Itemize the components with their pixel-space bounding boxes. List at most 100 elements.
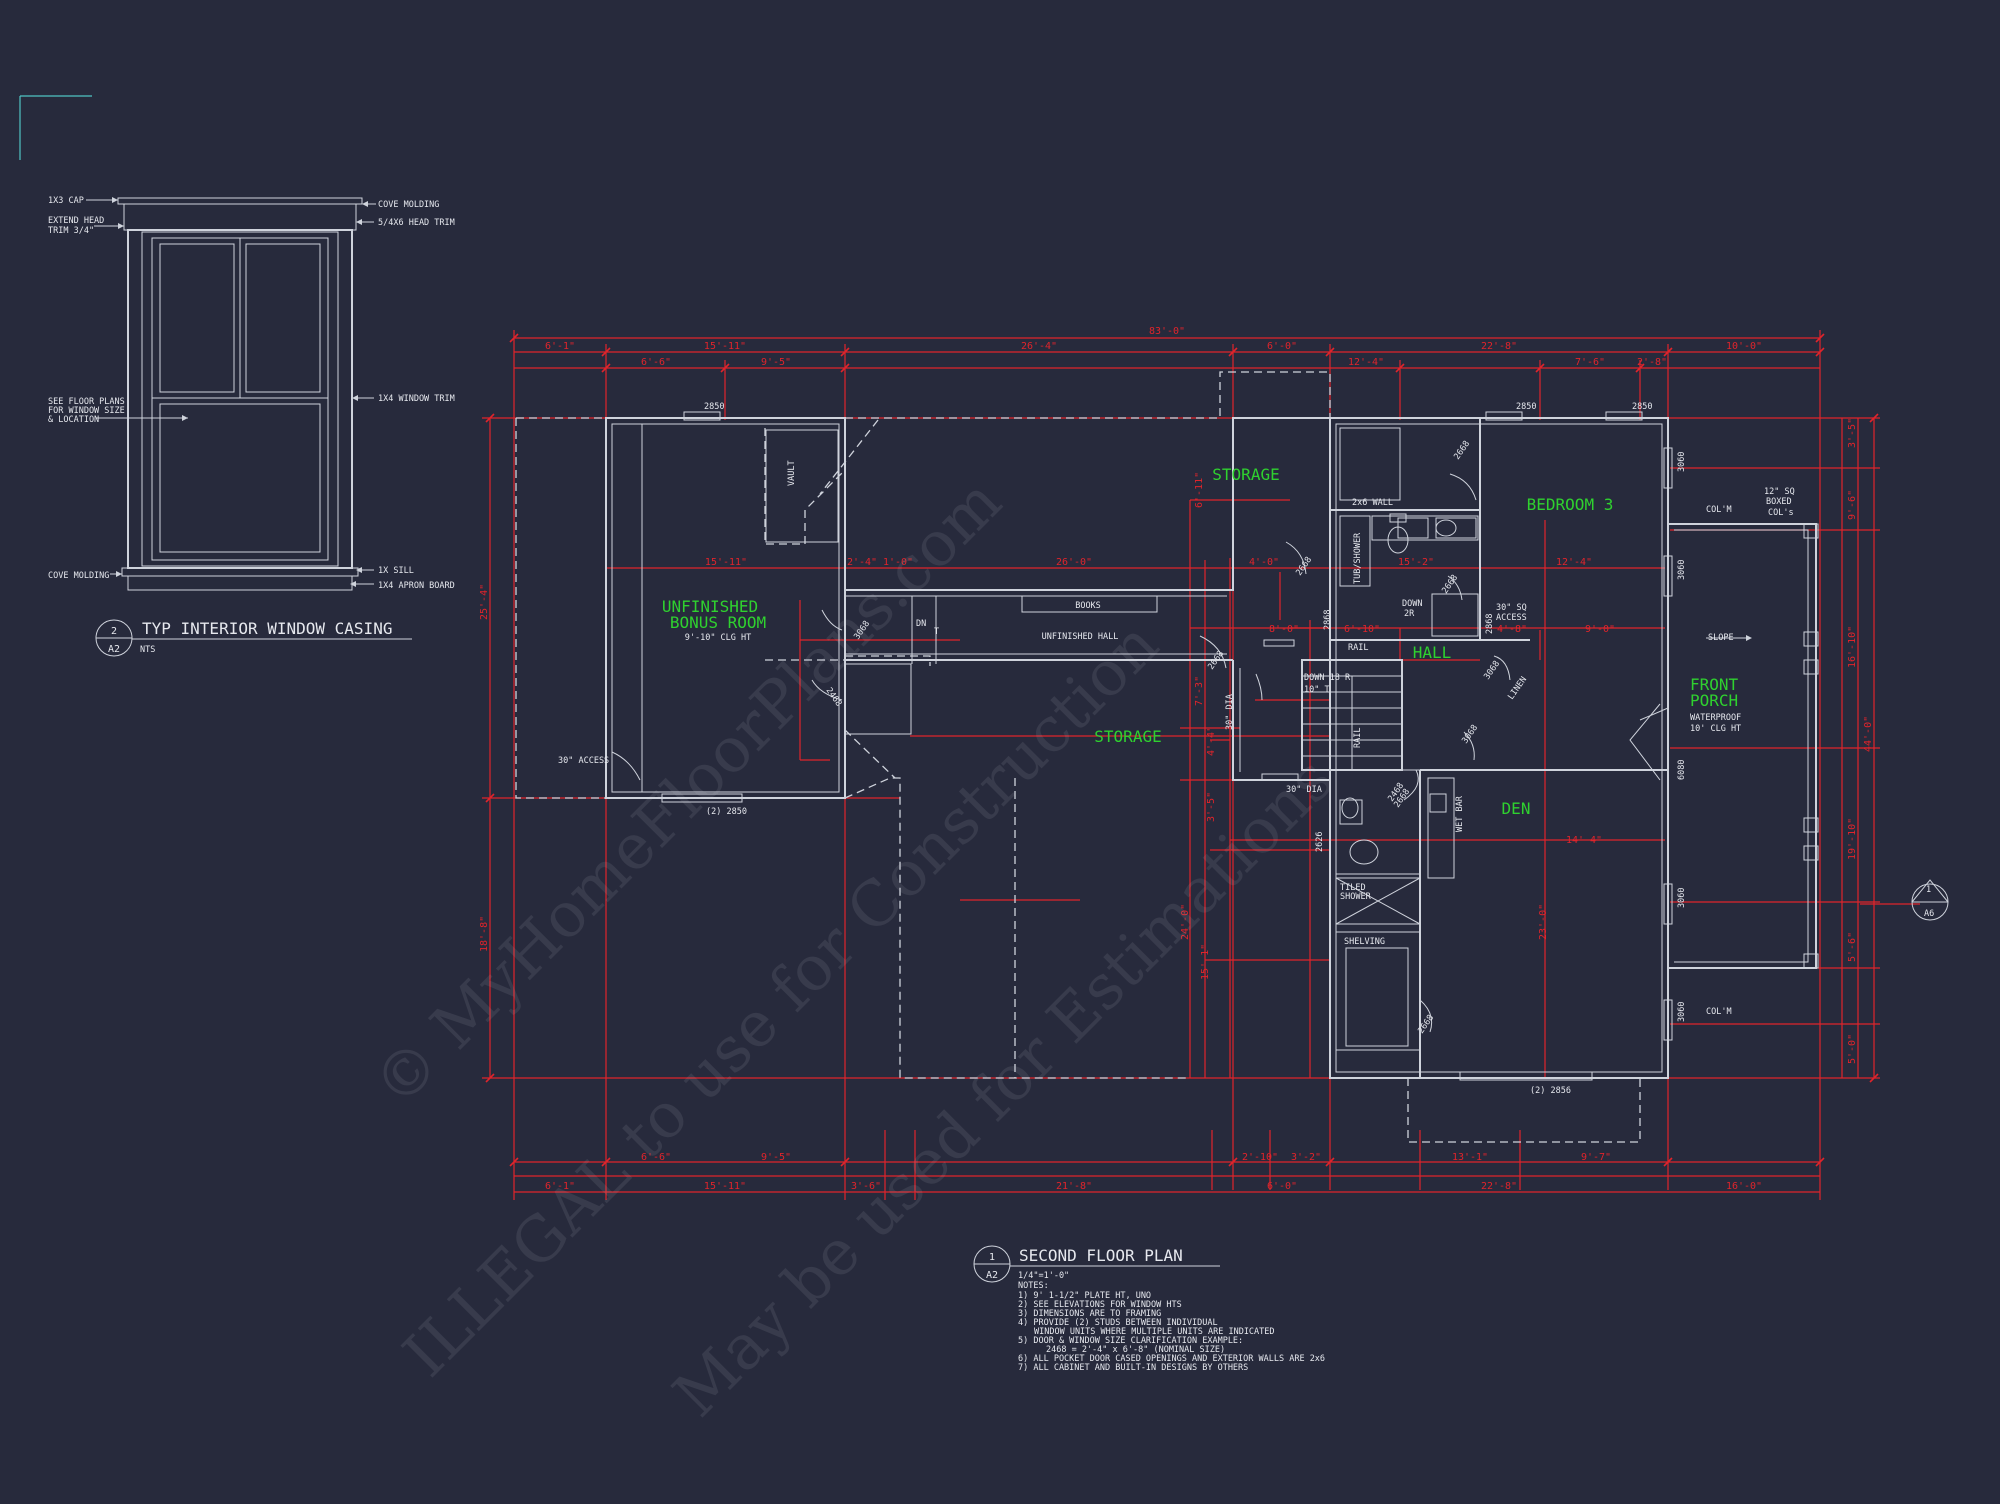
note-boxed-1: 12" SQ [1764, 487, 1795, 497]
section-sheet: A6 [1924, 909, 1934, 919]
win-2850-a: 2850 [704, 402, 724, 412]
note-wet-bar: WET BAR [1455, 795, 1465, 832]
plan-sheet: A2 [986, 1270, 998, 1281]
detail-sheet: A2 [108, 644, 120, 655]
door-2668-d: 2668 [1440, 573, 1460, 596]
dim-int-c: 1'-0" [883, 557, 913, 568]
door-6080: 6080 [1677, 760, 1687, 780]
door-2668-b: 2668 [1294, 555, 1314, 578]
door-3068-c: 3068 [1482, 659, 1502, 682]
win-2x2856: (2) 2856 [1530, 1086, 1571, 1096]
win-3060-c: 3060 [1677, 888, 1687, 908]
note-down-2r-b: 2R [1404, 609, 1415, 619]
dim-top-5: 22'-8" [1481, 341, 1517, 352]
dim-int-v4: 3'-5" [1206, 792, 1217, 822]
dim-right-5: 5'-6" [1847, 932, 1858, 962]
note-bonus-clg: 9'-10" CLG HT [685, 633, 752, 643]
dim-bot-s2: 9'-5" [761, 1152, 791, 1163]
dim-top-s5: 2'-8" [1637, 357, 1667, 368]
dim-top-s2: 9'-5" [761, 357, 791, 368]
win-2x2850: (2) 2850 [706, 807, 747, 817]
win-2850-c: 2850 [1632, 402, 1652, 412]
room-bonus-2: BONUS ROOM [670, 613, 766, 632]
dim-bot-s4: 3'-2" [1291, 1152, 1321, 1163]
plan-note-4: 4) PROVIDE (2) STUDS BETWEEN INDIVIDUAL [1018, 1318, 1218, 1328]
door-2868-b: 2868 [1485, 614, 1495, 634]
note-down-18: DOWN 18 R [1304, 673, 1351, 683]
dim-int-d: 26'-0" [1056, 557, 1092, 568]
dim-right-1: 3'-5" [1847, 418, 1858, 448]
note-tiled-2: SHOWER [1340, 892, 1372, 902]
plan-note-6: 6) ALL POCKET DOOR CASED OPENINGS AND EX… [1018, 1354, 1325, 1364]
dim-overall: 83'-0" [1149, 326, 1185, 337]
plan-walls [605, 411, 1949, 1081]
dim-bot-5: 6'-0" [1267, 1181, 1297, 1192]
dim-int-l: 4'-8" [1497, 624, 1527, 635]
dim-int-v1: 6'-11" [1194, 472, 1205, 508]
label-extend-head: EXTEND HEAD [48, 216, 104, 226]
label-head-trim: 5/4X6 HEAD TRIM [378, 218, 455, 228]
note-rail-v: RAIL [1353, 728, 1363, 748]
plan-notes-header: NOTES: [1018, 1281, 1049, 1291]
dim-bot-s6: 9'-7" [1581, 1152, 1611, 1163]
door-3068-b: 3068 [1460, 723, 1480, 746]
detail-leaders [86, 197, 376, 587]
room-bedroom: BEDROOM 3 [1527, 495, 1614, 514]
room-porch-1: FRONT [1690, 675, 1739, 694]
dim-int-v3: 4'-4" [1206, 726, 1217, 756]
label-sill: 1X SILL [378, 566, 414, 576]
note-boxed-2: BOXED [1766, 497, 1792, 507]
dim-top-1: 6'-1" [545, 341, 575, 352]
room-storage-mid: STORAGE [1094, 727, 1161, 746]
label-see-floor-2: FOR WINDOW SIZE [48, 406, 125, 416]
dim-int-v2: 7'-3" [1194, 676, 1205, 706]
note-dia-a: 30" DIA [1225, 694, 1235, 730]
dim-int-i: 6'-10" [1344, 624, 1380, 635]
room-storage-top: STORAGE [1212, 465, 1279, 484]
plan-note-3: 3) DIMENSIONS ARE TO FRAMING [1018, 1309, 1161, 1319]
dim-right-3: 16'-10" [1847, 626, 1858, 668]
win-3060-a: 3060 [1677, 452, 1687, 472]
dim-left-overall: 25'-4" [479, 584, 490, 620]
label-cap: 1X3 CAP [48, 196, 84, 206]
dim-int-v6: 23'-0" [1538, 904, 1549, 940]
watermark-line-1: © MyHomeFloorPlans.com [359, 464, 1015, 1120]
dim-int-v7: 15'-1" [1200, 944, 1211, 980]
note-books: BOOKS [1075, 601, 1101, 611]
dim-top-s3: 12'-4" [1348, 357, 1384, 368]
label-extend-head-2: TRIM 3/4" [48, 226, 94, 236]
room-labels: STORAGE STORAGE UNFINISHED BONUS ROOM 9'… [662, 465, 1741, 818]
dim-int-v5: 24'-0" [1180, 904, 1191, 940]
plan-note-1: 1) 9' 1-1/2" PLATE HT, UNO [1018, 1291, 1151, 1301]
dimension-text: 83'-0" 6'-1" 15'-11" 26'-4" 6'-0" 22'-8"… [479, 326, 1874, 1192]
dim-top-s1: 6'-6" [641, 357, 671, 368]
corner-mark [19, 95, 92, 160]
plan-note-4b: WINDOW UNITS WHERE MULTIPLE UNITS ARE IN… [1034, 1327, 1275, 1337]
note-vault: VAULT [787, 460, 797, 486]
room-den: DEN [1502, 799, 1531, 818]
dim-bot-s1: 6'-6" [641, 1152, 671, 1163]
win-3060-b: 3060 [1677, 560, 1687, 580]
plan-number: 1 [989, 1252, 995, 1263]
label-see-floor: SEE FLOOR PLANS [48, 397, 125, 407]
dim-top-4: 6'-0" [1267, 341, 1297, 352]
note-slope: SLOPE [1708, 633, 1734, 643]
door-2626: 2626 [1315, 832, 1325, 852]
note-down-2r: DOWN [1402, 599, 1422, 609]
win-2850-b: 2850 [1516, 402, 1536, 412]
plan-notes: BOOKS UNFINISHED HALL VAULT 30" ACCESS 2… [558, 402, 1934, 1096]
plan-title: SECOND FLOOR PLAN [1019, 1246, 1183, 1265]
section-num: 1 [1926, 885, 1931, 895]
plan-note-5b: 2468 = 2'-4" x 6'-8" (NOMINAL SIZE) [1046, 1345, 1225, 1355]
dim-right-6: 5'-0" [1847, 1034, 1858, 1064]
detail-title-block: 2 A2 TYP INTERIOR WINDOW CASING NTS [95, 619, 412, 657]
note-access-30: 30" SQ [1496, 603, 1527, 613]
dim-top-2: 15'-11" [704, 341, 746, 352]
dim-right-4: 19'-10" [1847, 818, 1858, 860]
room-porch-2: PORCH [1690, 691, 1738, 710]
note-col-bot: COL'M [1706, 1007, 1732, 1017]
note-down-18b: 10" T [1304, 685, 1330, 695]
dim-bot-2: 15'-11" [704, 1181, 746, 1192]
